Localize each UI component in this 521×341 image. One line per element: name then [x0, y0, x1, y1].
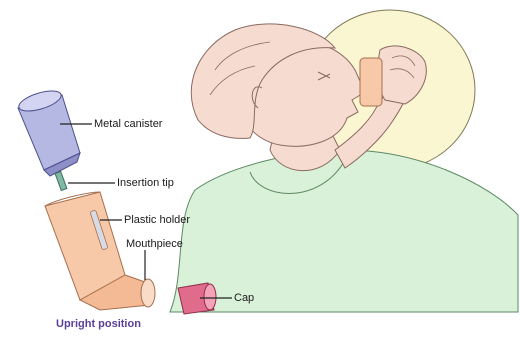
held-inhaler — [360, 58, 382, 106]
caption-upright-position: Upright position — [56, 318, 141, 330]
metal-canister — [17, 87, 80, 191]
plastic-holder — [45, 192, 155, 310]
label-mouthpiece: Mouthpiece — [126, 238, 183, 250]
label-insertion-tip: Insertion tip — [117, 177, 174, 189]
person-illustration — [170, 10, 518, 312]
label-cap: Cap — [234, 292, 254, 304]
shirt — [170, 150, 518, 312]
insertion-tip-stem — [55, 172, 67, 191]
label-plastic-holder: Plastic holder — [124, 214, 190, 226]
label-metal-canister: Metal canister — [94, 118, 162, 130]
